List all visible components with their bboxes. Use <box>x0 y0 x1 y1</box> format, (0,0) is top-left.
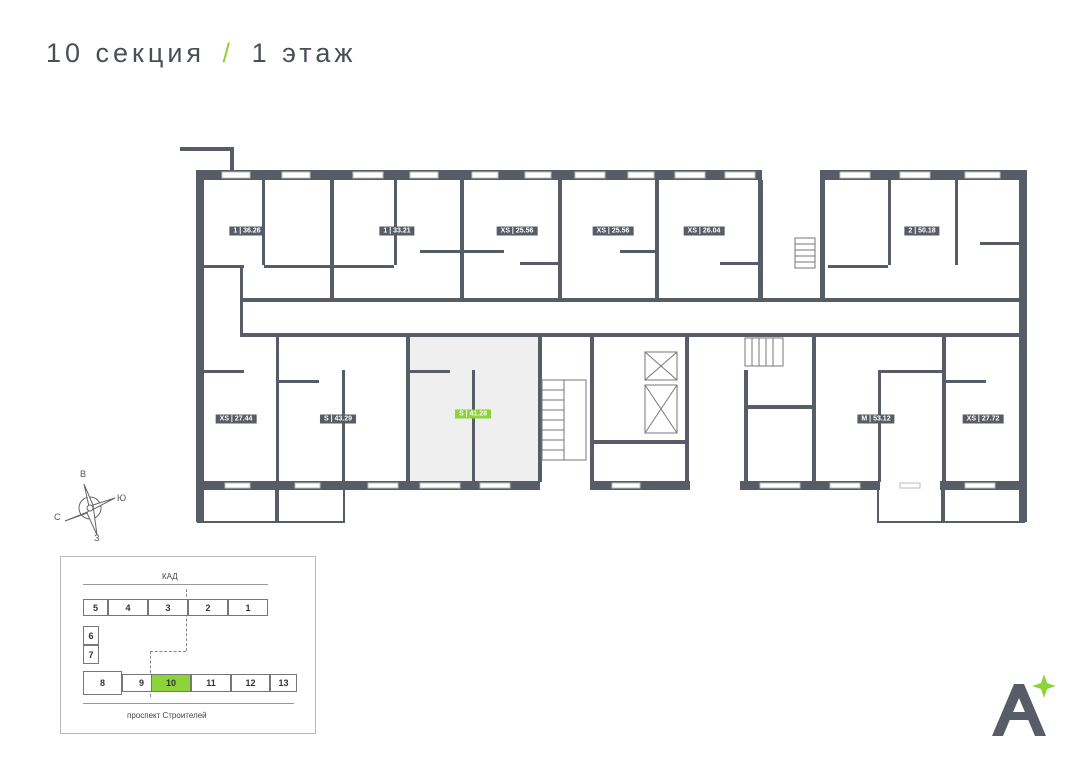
apartment-label[interactable]: M | 53.12 <box>857 414 895 424</box>
minimap-section[interactable]: 8 <box>83 671 122 695</box>
minimap-section[interactable]: 2 <box>188 599 228 616</box>
apartment-label[interactable]: S | 43.29 <box>319 414 357 424</box>
apartment-label[interactable]: XS | 25.56 <box>496 226 538 236</box>
bottom-road-label: проспект Строителей <box>127 711 207 720</box>
minimap-section[interactable]: 6 <box>83 626 99 645</box>
compass-east-label: Ю <box>117 493 127 503</box>
apartment-label[interactable]: XS | 27.44 <box>215 414 257 424</box>
apartment-label[interactable]: XS | 27.72 <box>962 414 1004 424</box>
minimap-section[interactable]: 7 <box>83 645 99 664</box>
title-separator: / <box>222 38 235 68</box>
minimap-section[interactable]: 13 <box>270 674 297 692</box>
minimap-section[interactable]: 3 <box>148 599 188 616</box>
apartment-label[interactable]: 1 | 36.26 <box>229 226 265 236</box>
minimap-section[interactable]: 5 <box>83 599 108 616</box>
section-title: 10 секция <box>46 38 206 68</box>
site-minimap: КАД 5 4 3 2 1 6 7 8 9 10 11 12 13 проспе… <box>60 556 316 734</box>
minimap-section-selected[interactable]: 10 <box>151 674 191 692</box>
apartment-label[interactable]: XS | 26.04 <box>683 226 725 236</box>
floor-title: 1 этаж <box>251 38 357 68</box>
compass-west-label: С <box>54 512 61 522</box>
minimap-section[interactable]: 4 <box>108 599 148 616</box>
compass-icon <box>64 483 116 536</box>
brand-logo-icon <box>992 674 1056 736</box>
minimap-section[interactable]: 11 <box>191 674 231 692</box>
compass-north-label: В <box>80 469 87 479</box>
apartment-label[interactable]: 1 | 33.21 <box>379 226 415 236</box>
apartment-label-selected[interactable]: S | 41.28 <box>454 409 492 419</box>
apartment-label[interactable]: 2 | 50.18 <box>904 226 940 236</box>
compass-south-label: З <box>94 533 100 543</box>
minimap-section[interactable]: 12 <box>231 674 270 692</box>
apartment-label[interactable]: XS | 25.56 <box>592 226 634 236</box>
top-road-label: КАД <box>162 572 178 581</box>
page-title: 10 секция / 1 этаж <box>46 38 356 69</box>
minimap-section[interactable]: 1 <box>228 599 268 616</box>
